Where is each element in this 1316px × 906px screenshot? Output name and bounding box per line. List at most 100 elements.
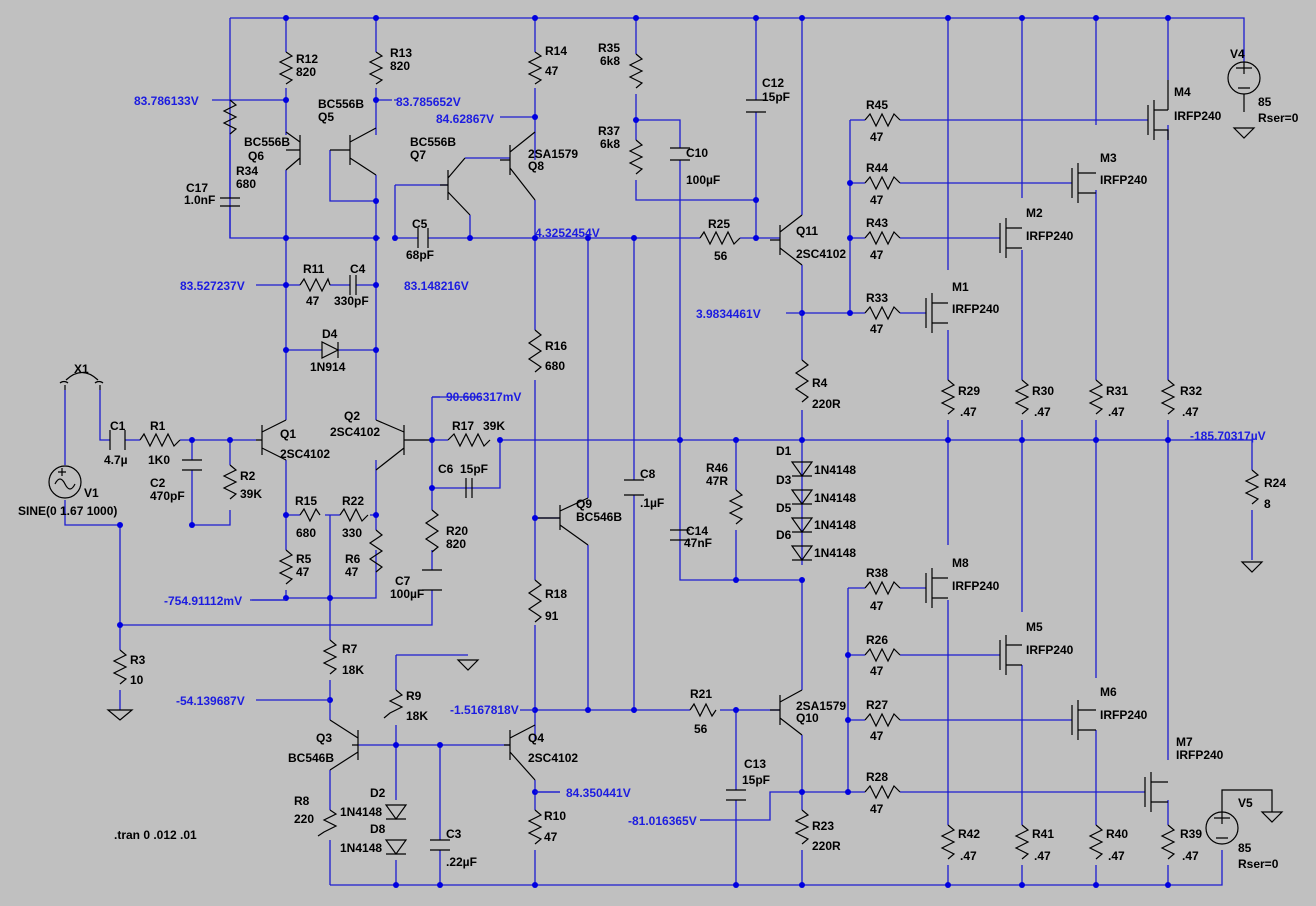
node-voltage: 4.3252454V [535, 226, 600, 240]
transistor-model: BC556B [244, 135, 290, 149]
capacitor-ref: C2 [150, 476, 166, 490]
diode-model: 1N4148 [814, 546, 856, 560]
resistor-value: .47 [1108, 849, 1125, 863]
source-param: Rser=0 [1258, 111, 1299, 125]
mosfet-model: IRFP240 [1026, 643, 1074, 657]
resistor-value: 18K [342, 663, 364, 677]
resistor-ref: R11 [303, 262, 325, 276]
resistor-ref: R34 [236, 164, 258, 178]
resistor-value: 820 [296, 65, 316, 79]
resistor-ref: R25 [708, 217, 730, 231]
diode-ref: D3 [776, 473, 792, 487]
resistor-ref: R38 [866, 566, 888, 580]
transistor-ref: Q3 [316, 731, 332, 745]
diode-ref: D8 [370, 822, 386, 836]
transistor-ref: Q8 [528, 159, 544, 173]
resistor-ref: R1 [150, 419, 166, 433]
diode-ref: D2 [370, 786, 386, 800]
resistor-value: 47 [306, 294, 320, 308]
mosfet-ref: M4 [1174, 85, 1191, 99]
diode-ref: D1 [776, 444, 792, 458]
resistor-value: 820 [446, 537, 466, 551]
resistor-value: 680 [236, 177, 256, 191]
resistor-ref: R30 [1032, 384, 1054, 398]
resistor-value: .47 [1034, 405, 1051, 419]
resistor-value: 6k8 [600, 137, 620, 151]
resistor-ref: R31 [1106, 384, 1128, 398]
resistor-value: 47 [870, 599, 884, 613]
resistor-ref: R26 [866, 633, 888, 647]
transistor-ref: Q7 [410, 148, 426, 162]
resistor-value: 820 [390, 59, 410, 73]
node-voltage: -754.91112mV [164, 594, 242, 608]
capacitor-ref: C1 [110, 419, 126, 433]
resistor-value: 47 [870, 322, 884, 336]
node-voltages: 83.786133V 83.785652V 84.62867V 4.325245… [134, 94, 1266, 828]
diode-model: 1N4148 [814, 518, 856, 532]
capacitor-value: 4.7µ [104, 453, 128, 467]
transistor-model: BC546B [288, 751, 334, 765]
transistor-ref: Q9 [576, 497, 592, 511]
resistor-ref: R8 [294, 794, 310, 808]
transistor-ref: Q4 [528, 731, 544, 745]
transistor-model: 2SA1579 [528, 147, 578, 161]
transistor-ref: Q2 [344, 409, 360, 423]
components [48, 51, 1284, 860]
wires [64, 17, 1253, 886]
resistor-value: 47 [545, 64, 559, 78]
resistor-ref: R35 [598, 41, 620, 55]
resistor-ref: R15 [295, 494, 317, 508]
capacitor-value: 100µF [390, 587, 424, 601]
capacitor-ref: C13 [744, 757, 766, 771]
capacitor-value: 15pF [460, 462, 488, 476]
capacitor-ref: C17 [186, 181, 208, 195]
capacitor-ref: C10 [686, 146, 708, 160]
resistor-ref: R9 [406, 689, 422, 703]
node-voltage: -185.70317µV [1190, 429, 1266, 443]
resistor-ref: R16 [545, 339, 567, 353]
resistor-ref: R14 [545, 44, 567, 58]
resistor-ref: R42 [958, 827, 980, 841]
diode-ref: D4 [322, 327, 338, 341]
resistor-ref: R18 [545, 587, 567, 601]
resistor-value: 220R [812, 397, 841, 411]
resistor-ref: R40 [1106, 827, 1128, 841]
mosfet-ref: M1 [952, 280, 969, 294]
transistor-ref: Q11 [796, 224, 818, 238]
resistor-value: 47 [870, 130, 884, 144]
diode-model: 1N4148 [814, 463, 856, 477]
node-voltage: -81.016365V [628, 814, 697, 828]
resistor-value: 47 [870, 193, 884, 207]
transistor-ref: Q1 [280, 427, 296, 441]
node-voltage: -54.139687V [176, 694, 245, 708]
capacitor-value: 1.0nF [184, 193, 215, 207]
source-param: Rser=0 [1238, 857, 1279, 871]
resistor-ref: R27 [866, 698, 888, 712]
resistor-value: 47 [544, 830, 558, 844]
resistor-value: 39K [483, 419, 505, 433]
resistor-value: .47 [960, 849, 977, 863]
resistor-value: 47 [870, 802, 884, 816]
resistor-value: 47 [345, 565, 359, 579]
capacitor-ref: C12 [762, 76, 784, 90]
transistor-model: 2SC4102 [330, 425, 380, 439]
source-ref: V5 [1238, 796, 1253, 810]
resistor-ref: R10 [544, 809, 566, 823]
resistor-value: 47 [296, 565, 310, 579]
capacitor-value: 100µF [686, 173, 720, 187]
diode-ref: D5 [776, 501, 792, 515]
source-value: SINE(0 1.67 1000) [18, 504, 117, 518]
diode-model: 1N914 [310, 360, 346, 374]
transistor-model: 2SC4102 [796, 247, 846, 261]
capacitor-value: .1µF [640, 496, 664, 510]
resistor-value: .47 [1034, 849, 1051, 863]
transistor-ref: Q6 [248, 149, 264, 163]
resistor-value: .47 [960, 405, 977, 419]
source-ref: V4 [1230, 47, 1245, 61]
resistor-value: 47 [870, 664, 884, 678]
resistor-ref: R43 [866, 216, 888, 230]
component-labels: R12 820 R13 820 R14 47 R35 6k8 R37 6k8 R… [18, 41, 1299, 871]
spice-directive: .tran 0 .012 .01 [114, 828, 197, 842]
resistor-value: 47 [870, 248, 884, 262]
resistor-ref: R2 [240, 469, 256, 483]
